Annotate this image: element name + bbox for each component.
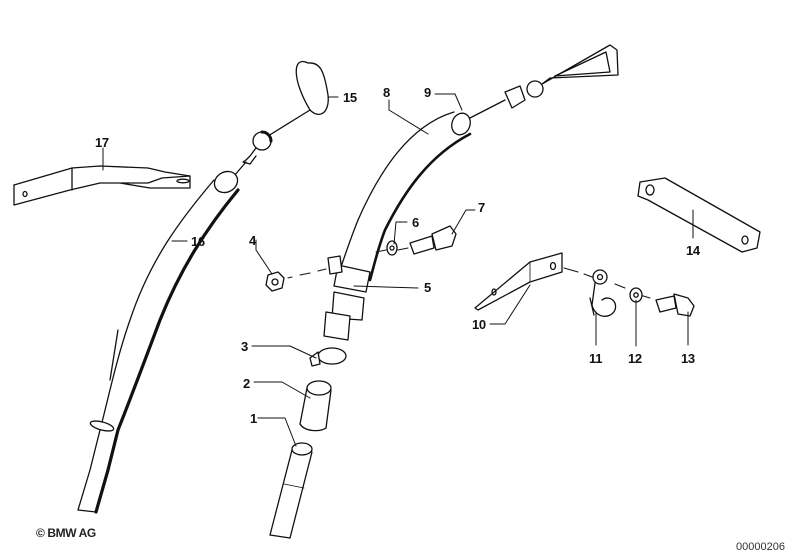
callout-4[interactable]: 4 [249,233,256,248]
callout-12[interactable]: 12 [628,351,642,366]
callout-14[interactable]: 14 [686,243,700,258]
callout-2[interactable]: 2 [243,376,250,391]
bracket-17-drawing [13,165,191,206]
callout-16[interactable]: 16 [191,234,205,249]
document-id: 00000206 [736,541,785,553]
nut-4-drawing [265,268,327,292]
clamp-3-drawing [309,347,347,367]
callout-1[interactable]: 1 [250,411,257,426]
dipstick-15-drawing [221,60,329,191]
callout-3[interactable]: 3 [241,339,248,354]
callout-17[interactable]: 17 [95,135,109,150]
bracket-14-drawing [637,177,761,253]
bolt-13-drawing [655,293,695,317]
callout-5[interactable]: 5 [424,280,431,295]
bolt-7-drawing [397,225,457,255]
guide-tube-8-drawing [323,111,472,341]
callout-9[interactable]: 9 [424,85,431,100]
callout-8[interactable]: 8 [383,85,390,100]
dipstick-9-drawing [469,44,619,119]
tube-1-drawing [269,442,313,539]
washer-6-drawing [375,240,398,256]
clip-11-drawing [589,269,617,317]
callout-15[interactable]: 15 [343,90,357,105]
bracket-10-drawing [474,252,651,311]
callout-11[interactable]: 11 [589,351,603,366]
callout-7[interactable]: 7 [478,200,485,215]
leader-lines [102,93,694,447]
callout-6[interactable]: 6 [412,215,419,230]
callout-10[interactable]: 10 [472,317,486,332]
copyright-label: © BMW AG [36,526,96,540]
guide-tube-16-drawing [77,170,240,514]
callout-13[interactable]: 13 [681,351,695,366]
sleeve-2-drawing [299,380,332,432]
washer-12-drawing [629,287,643,303]
